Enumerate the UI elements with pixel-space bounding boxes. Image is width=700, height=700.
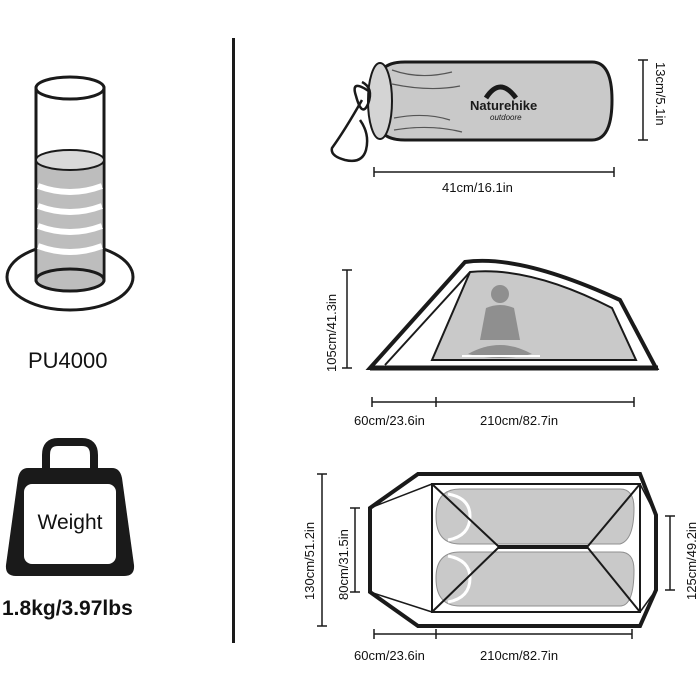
top-foot-width-label: 125cm/49.2in xyxy=(684,521,699,600)
top-vestibule-label: 60cm/23.6in xyxy=(354,648,425,663)
bag-length-label: 41cm/16.1in xyxy=(442,180,513,195)
bag-tagline: outdoore xyxy=(490,113,522,122)
weight-value: 1.8kg/3.97lbs xyxy=(2,597,133,620)
side-length-label: 210cm/82.7in xyxy=(480,413,559,428)
top-length-label: 210cm/82.7in xyxy=(480,648,559,663)
top-outer-width-label: 130cm/51.2in xyxy=(302,521,317,600)
waterproof-rating: PU4000 xyxy=(28,348,108,373)
divider-line xyxy=(232,38,235,643)
top-inner-width-label: 80cm/31.5in xyxy=(336,529,351,600)
weight-badge: Weight xyxy=(37,511,103,534)
bag-brand: Naturehike xyxy=(470,98,538,113)
side-vestibule-label: 60cm/23.6in xyxy=(354,413,425,428)
